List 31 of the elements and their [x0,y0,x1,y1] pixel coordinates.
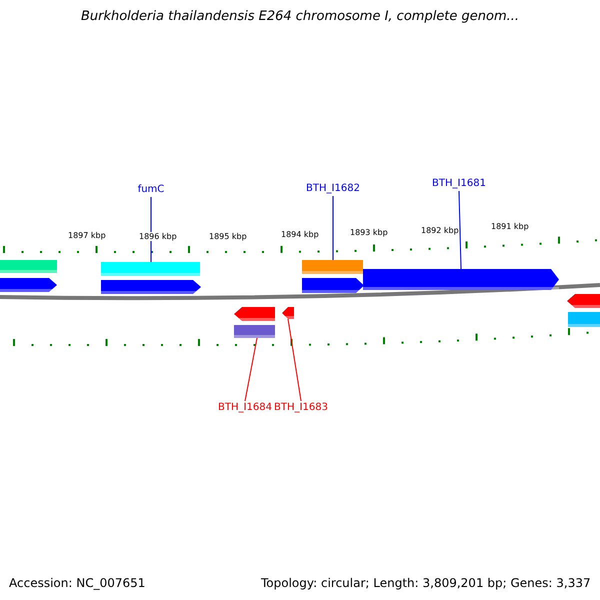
leader-line [458,190,462,270]
footer-text: Accession: NC_007651 [9,576,146,590]
gene-feature [101,280,201,294]
gene-label: BTH_I1683 [273,401,329,415]
leader-line [150,196,152,262]
gene-bar [234,325,275,338]
gene-label: BTH_I1681 [431,177,487,191]
scale-label: 1891 kbp [491,222,529,231]
title: Burkholderia thailandensis E264 chromosome I, complete genom... [80,9,520,24]
leader-line [332,196,334,260]
gene-feature [567,294,600,308]
gene-feature [234,307,275,321]
gene-bar [568,312,600,327]
gene-bar [101,262,200,276]
gene-label: fumC [136,183,166,197]
gene-bar [0,260,57,273]
scale-label: 1896 kbp [139,232,177,241]
gene-bar [302,260,363,274]
gene-feature [302,278,364,293]
scale-label: 1895 kbp [209,232,247,241]
leader-line [288,318,302,402]
scale-label: 1894 kbp [281,230,319,239]
gene-label: BTH_I1684 [217,401,273,415]
leader-line [244,338,258,402]
footer-text: Topology: circular; Length: 3,809,201 bp; Genes: 3,337 [261,576,591,590]
scale-label: 1892 kbp [421,226,459,235]
scale-label: 1893 kbp [350,228,388,237]
gene-feature [0,278,57,292]
gene-label: BTH_I1682 [305,182,361,196]
scale-label: 1897 kbp [68,231,106,240]
gene-feature [282,307,294,319]
